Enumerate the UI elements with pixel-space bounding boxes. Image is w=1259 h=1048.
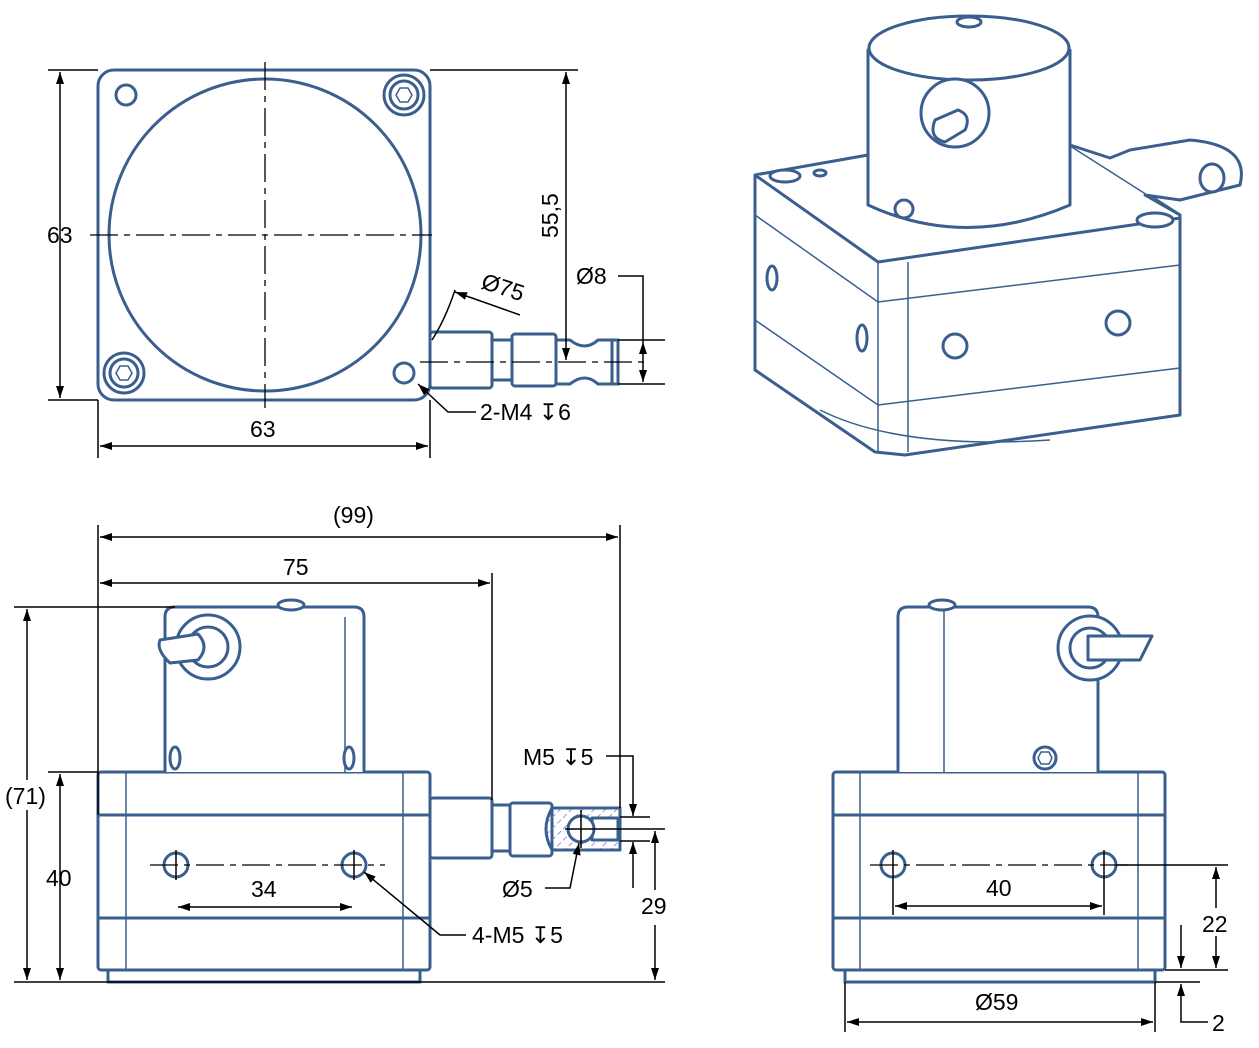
side-view: 40 22 2 Ø59 <box>831 598 1236 1036</box>
shaft <box>428 330 620 390</box>
dim-axis-height: 22 <box>1202 911 1228 937</box>
dim-hole-spacing: 34 <box>251 876 277 902</box>
hole-note: 4-M5 ↧5 <box>472 922 563 948</box>
dim-housing-length: 75 <box>283 554 309 580</box>
hole-note: 2-M4 ↧6 <box>480 399 571 425</box>
top-view: 63 63 55,5 Ø75 Ø8 2-M4 ↧6 <box>47 62 665 458</box>
isometric-view <box>753 14 1243 457</box>
dim-width: 63 <box>250 416 276 442</box>
dim-axis-height: 29 <box>641 893 667 919</box>
hex-bolt-icon <box>102 351 146 395</box>
dim-offset: 55,5 <box>537 193 563 238</box>
dim-flange: Ø59 <box>975 989 1018 1015</box>
hex-bolt-icon <box>382 73 426 117</box>
dim-flange-thickness: 2 <box>1212 1010 1225 1036</box>
mount-hole <box>392 361 416 385</box>
dim-bore: Ø5 <box>502 876 533 902</box>
dim-hole-spacing: 40 <box>986 875 1012 901</box>
thread-note: M5 ↧5 <box>523 744 593 770</box>
dim-overall-height: (71) <box>5 783 46 809</box>
dim-body-height: 40 <box>46 865 72 891</box>
body <box>96 770 432 972</box>
dim-circle: Ø75 <box>478 268 527 306</box>
dim-shaft: Ø8 <box>576 263 607 289</box>
dim-height: 63 <box>47 222 73 248</box>
front-view: (99) 75 (71) 40 34 4-M5 ↧5 M5 ↧5 Ø5 29 <box>5 502 667 984</box>
mount-hole <box>114 83 138 107</box>
dim-overall-length: (99) <box>333 502 374 528</box>
